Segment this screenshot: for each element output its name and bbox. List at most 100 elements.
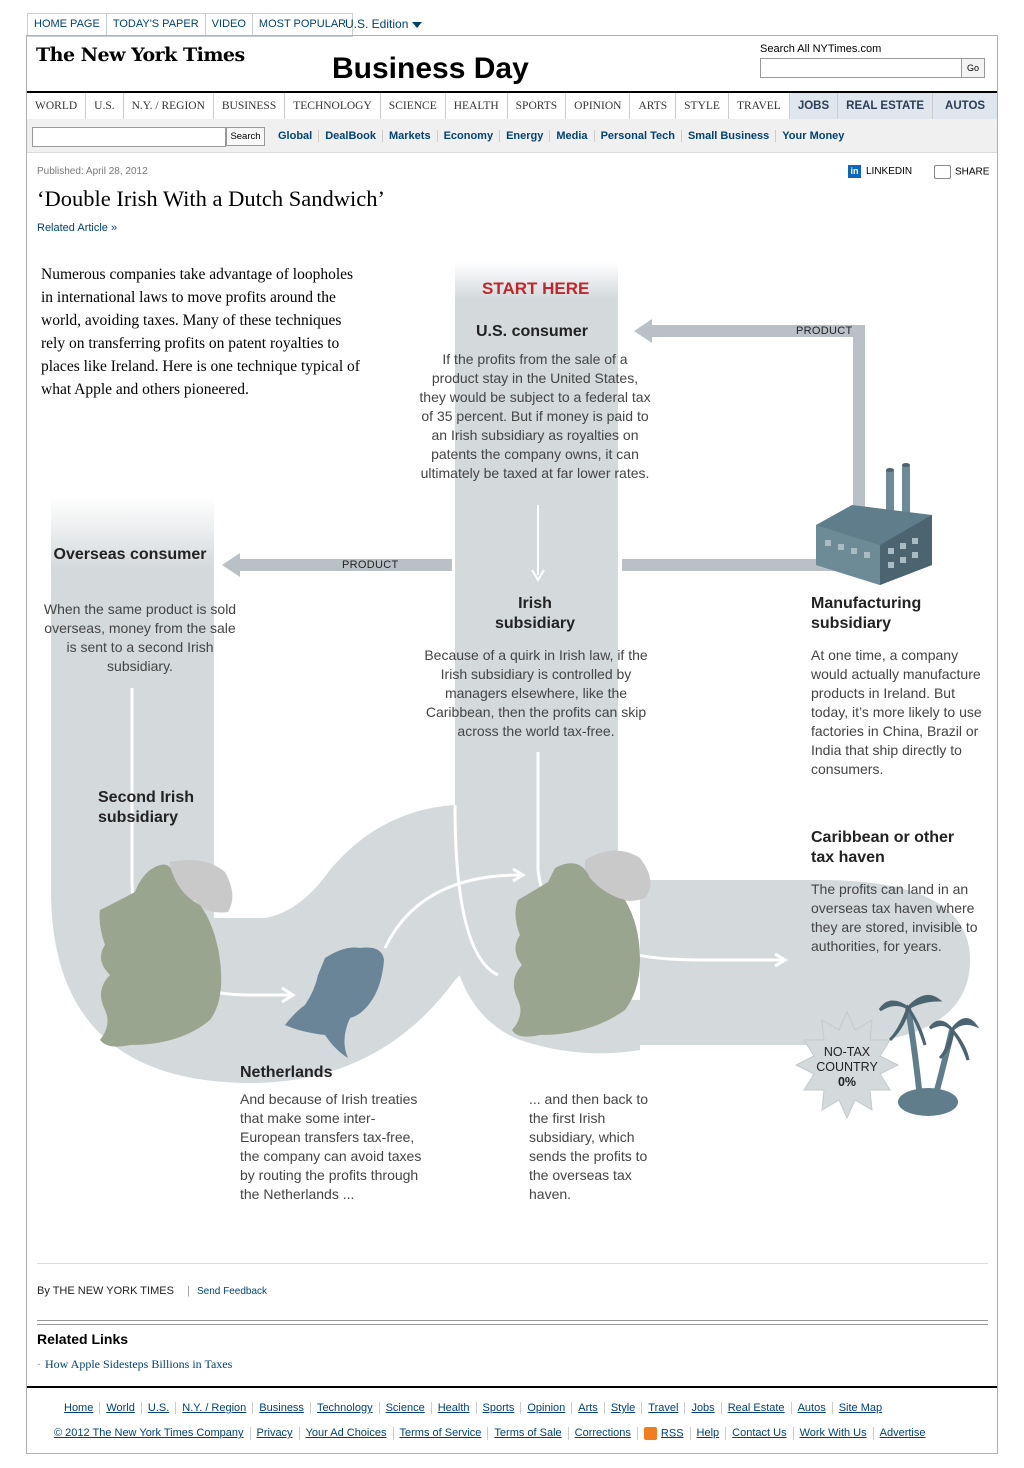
nav-ny-region[interactable]: N.Y. / REGION: [124, 93, 214, 120]
irish-subsidiary-body: Because of a quirk in Irish law, if the …: [424, 647, 648, 739]
footer-privacy[interactable]: Privacy: [251, 1427, 300, 1440]
footer-help[interactable]: Help: [691, 1427, 727, 1440]
footer-arts[interactable]: Arts: [572, 1402, 605, 1414]
footer-corrections[interactable]: Corrections: [569, 1427, 638, 1440]
home-page-link[interactable]: HOME PAGE: [28, 14, 107, 36]
go-button[interactable]: Go: [961, 58, 985, 78]
search-label: Search All NYTimes.com: [760, 43, 882, 55]
nav-real-estate[interactable]: REAL ESTATE: [838, 93, 934, 120]
section-search-input[interactable]: [32, 127, 226, 147]
linkedin-label: LINKEDIN: [866, 166, 913, 178]
nav-opinion[interactable]: OPINION: [566, 93, 631, 120]
no-tax-country-label: NO-TAX COUNTRY 0%: [808, 1045, 886, 1090]
flow-line-neth: [383, 873, 521, 949]
ireland-left-map: [99, 859, 233, 1047]
nav-health[interactable]: HEALTH: [446, 93, 508, 120]
divider: [37, 1263, 988, 1264]
footer-science[interactable]: Science: [380, 1402, 432, 1414]
footer-technology[interactable]: Technology: [311, 1402, 380, 1414]
back-to-irish-body: ... and then back to the first Irish sub…: [529, 1091, 649, 1202]
section-search-button[interactable]: Search: [226, 127, 265, 146]
nav-travel[interactable]: TRAVEL: [729, 93, 790, 120]
todays-paper-link[interactable]: TODAY'S PAPER: [107, 14, 206, 36]
nav-business[interactable]: BUSINESS: [213, 93, 286, 120]
intro-text: Numerous companies take advantage of loo…: [41, 266, 360, 398]
sublink-small-business[interactable]: Small Business: [682, 130, 777, 142]
footer-ny-region[interactable]: N.Y. / Region: [176, 1402, 254, 1414]
linkedin-share-button[interactable]: in LINKEDIN: [848, 165, 912, 178]
overseas-consumer-title: Overseas consumer: [53, 546, 207, 563]
caribbean-title: Caribbean or other tax haven: [811, 829, 955, 866]
footer-advertise[interactable]: Advertise: [879, 1427, 926, 1439]
sublink-global[interactable]: Global: [272, 130, 320, 142]
footer-rule: [27, 1386, 997, 1388]
related-link-item[interactable]: ·How Apple Sidesteps Billions in Taxes: [37, 1357, 232, 1372]
footer-health[interactable]: Health: [432, 1402, 477, 1414]
footer-opinion[interactable]: Opinion: [521, 1402, 573, 1414]
footer-style[interactable]: Style: [605, 1402, 643, 1414]
sublink-media[interactable]: Media: [550, 130, 595, 142]
product-arrow-left: [222, 553, 452, 577]
footer-rss-label: RSS: [660, 1427, 684, 1440]
sublink-energy[interactable]: Energy: [500, 130, 551, 142]
footer-jobs[interactable]: Jobs: [685, 1402, 722, 1414]
footer-business[interactable]: Business: [253, 1402, 311, 1414]
page-frame: [26, 35, 998, 1454]
rss-icon: [643, 1427, 657, 1440]
flow-line-loop: [453, 804, 499, 977]
footer-copyright[interactable]: © 2012 The New York Times Company: [48, 1427, 251, 1440]
related-article-link[interactable]: Related Article »: [37, 222, 118, 234]
divider-double: [37, 1320, 988, 1325]
nav-style[interactable]: STYLE: [676, 93, 729, 120]
nav-jobs[interactable]: JOBS: [789, 93, 839, 120]
section-title[interactable]: Business Day: [332, 52, 529, 85]
footer-rss[interactable]: RSS: [638, 1427, 691, 1440]
manufacturing-subsidiary-body: At one time, a company would actually ma…: [811, 647, 982, 777]
linkedin-icon: in: [848, 165, 861, 178]
footer-ad-choices[interactable]: Your Ad Choices: [300, 1427, 394, 1440]
nav-sports[interactable]: SPORTS: [508, 93, 567, 120]
manufacturing-subsidiary-title: Manufacturing subsidiary: [811, 595, 922, 632]
footer-real-estate[interactable]: Real Estate: [722, 1402, 792, 1414]
nyt-logo[interactable]: The New York Times: [36, 44, 245, 66]
nav-us[interactable]: U.S.: [86, 93, 124, 120]
footer-contact[interactable]: Contact Us: [726, 1427, 794, 1440]
footer-travel[interactable]: Travel: [642, 1402, 686, 1414]
footer-home[interactable]: Home: [58, 1402, 101, 1414]
footer-us[interactable]: U.S.: [142, 1402, 177, 1414]
edition-dropdown[interactable]: U.S. Edition: [345, 17, 423, 31]
overseas-consumer-body: When the same product is sold overseas, …: [43, 601, 237, 674]
sublink-economy[interactable]: Economy: [438, 130, 501, 142]
nav-technology[interactable]: TECHNOLOGY: [285, 93, 381, 120]
nav-autos[interactable]: AUTOS: [933, 93, 997, 120]
footer-world[interactable]: World: [100, 1402, 142, 1414]
flow-line-neth-head: [512, 867, 526, 883]
most-popular-link[interactable]: MOST POPULAR: [258, 18, 347, 30]
footer-terms-service[interactable]: Terms of Service: [394, 1427, 489, 1440]
nav-science[interactable]: SCIENCE: [381, 93, 446, 120]
published-date: Published: April 28, 2012: [37, 166, 148, 177]
footer-site-map[interactable]: Site Map: [838, 1402, 883, 1414]
share-label: SHARE: [955, 166, 990, 178]
footer-sports[interactable]: Sports: [477, 1402, 522, 1414]
sublink-markets[interactable]: Markets: [383, 130, 438, 142]
send-feedback-link[interactable]: Send Feedback: [197, 1286, 268, 1297]
search-input[interactable]: [760, 58, 962, 78]
frame-top-rule: [26, 35, 997, 36]
nav-arts[interactable]: ARTS: [630, 93, 677, 120]
related-link-label: How Apple Sidesteps Billions in Taxes: [45, 1357, 233, 1371]
footer-terms-sale[interactable]: Terms of Sale: [488, 1427, 569, 1440]
nav-world[interactable]: WORLD: [27, 93, 87, 120]
sublink-personal-tech[interactable]: Personal Tech: [595, 130, 682, 142]
sublink-your-money[interactable]: Your Money: [782, 130, 845, 142]
footer-work-with-us[interactable]: Work With Us: [794, 1427, 874, 1440]
footer-autos[interactable]: Autos: [792, 1402, 833, 1414]
video-link[interactable]: VIDEO: [206, 14, 253, 36]
share-button[interactable]: SHARE: [934, 165, 989, 179]
sublink-dealbook[interactable]: DealBook: [319, 130, 383, 142]
netherlands-map: [285, 947, 384, 1058]
edition-label: U.S. Edition: [345, 17, 409, 31]
factory-icon: [816, 463, 932, 585]
product-arrow-top: [634, 319, 865, 510]
flow-line-left-head: [281, 986, 296, 1004]
